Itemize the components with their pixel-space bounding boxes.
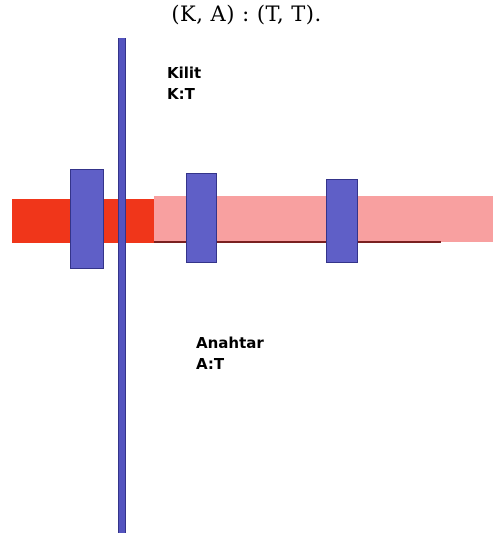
lock-label-title: Kilit: [167, 64, 202, 82]
key-label-value: A:T: [196, 355, 225, 373]
bar-bottom-edge: [154, 241, 441, 243]
key-label-title: Anahtar: [196, 334, 264, 352]
pin-1: [70, 169, 104, 269]
key-label: Anahtar A:T: [196, 333, 264, 375]
pin-3: [326, 179, 358, 263]
vertical-shaft: [118, 38, 126, 533]
lock-label-value: K:T: [167, 85, 195, 103]
pin-2: [186, 173, 217, 263]
formula-caption: (K, A) : (T, T).: [171, 2, 322, 26]
lock-label: Kilit K:T: [167, 63, 201, 105]
